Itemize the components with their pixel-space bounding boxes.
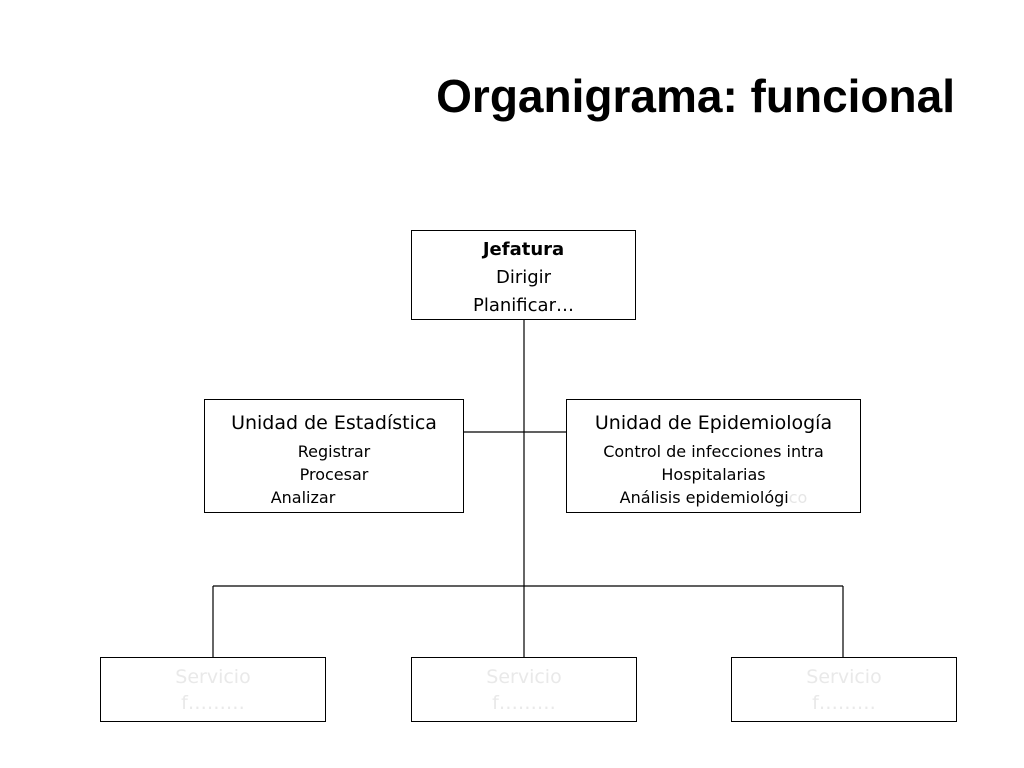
servicio-box: Servicio f……… (731, 657, 957, 722)
unidad-estadistica-line: Analizar (270, 488, 336, 507)
jefatura-line: Dirigir (495, 267, 552, 288)
unidad-epidemiologia-title: Unidad de Epidemiología (594, 412, 833, 434)
servicio-sublabel: f……… (812, 692, 876, 714)
unidad-epidemiologia-last-text: Análisis epidemiológi (619, 488, 789, 507)
unidad-epidemiologia-line: Análisis epidemiológico (567, 486, 860, 509)
unidad-estadistica-line: Procesar (299, 465, 369, 484)
servicio-label: Servicio (486, 666, 562, 688)
servicio-box: Servicio f……… (100, 657, 326, 722)
unidad-epidemiologia-faded-text: co (788, 488, 808, 507)
servicio-box: Servicio f……… (411, 657, 637, 722)
unidad-epidemiologia-box: Unidad de Epidemiología Control de infec… (566, 399, 861, 513)
jefatura-box: Jefatura Dirigir Planificar… (411, 230, 636, 320)
unidad-epidemiologia-line: Hospitalarias (661, 465, 766, 484)
jefatura-line: Planificar… (473, 295, 574, 316)
unidad-estadistica-line: Registrar (297, 442, 371, 461)
servicio-label: Servicio (806, 666, 882, 688)
servicio-sublabel: f……… (181, 692, 245, 714)
unidad-epidemiologia-line: Control de infecciones intra (603, 442, 824, 461)
unidad-estadistica-box: Unidad de Estadística Registrar Procesar… (204, 399, 464, 513)
servicio-label: Servicio (175, 666, 251, 688)
jefatura-title: Jefatura (482, 239, 565, 260)
page-title: Organigrama: funcional (436, 70, 955, 122)
unidad-estadistica-title: Unidad de Estadística (231, 412, 437, 434)
servicio-sublabel: f……… (492, 692, 556, 714)
